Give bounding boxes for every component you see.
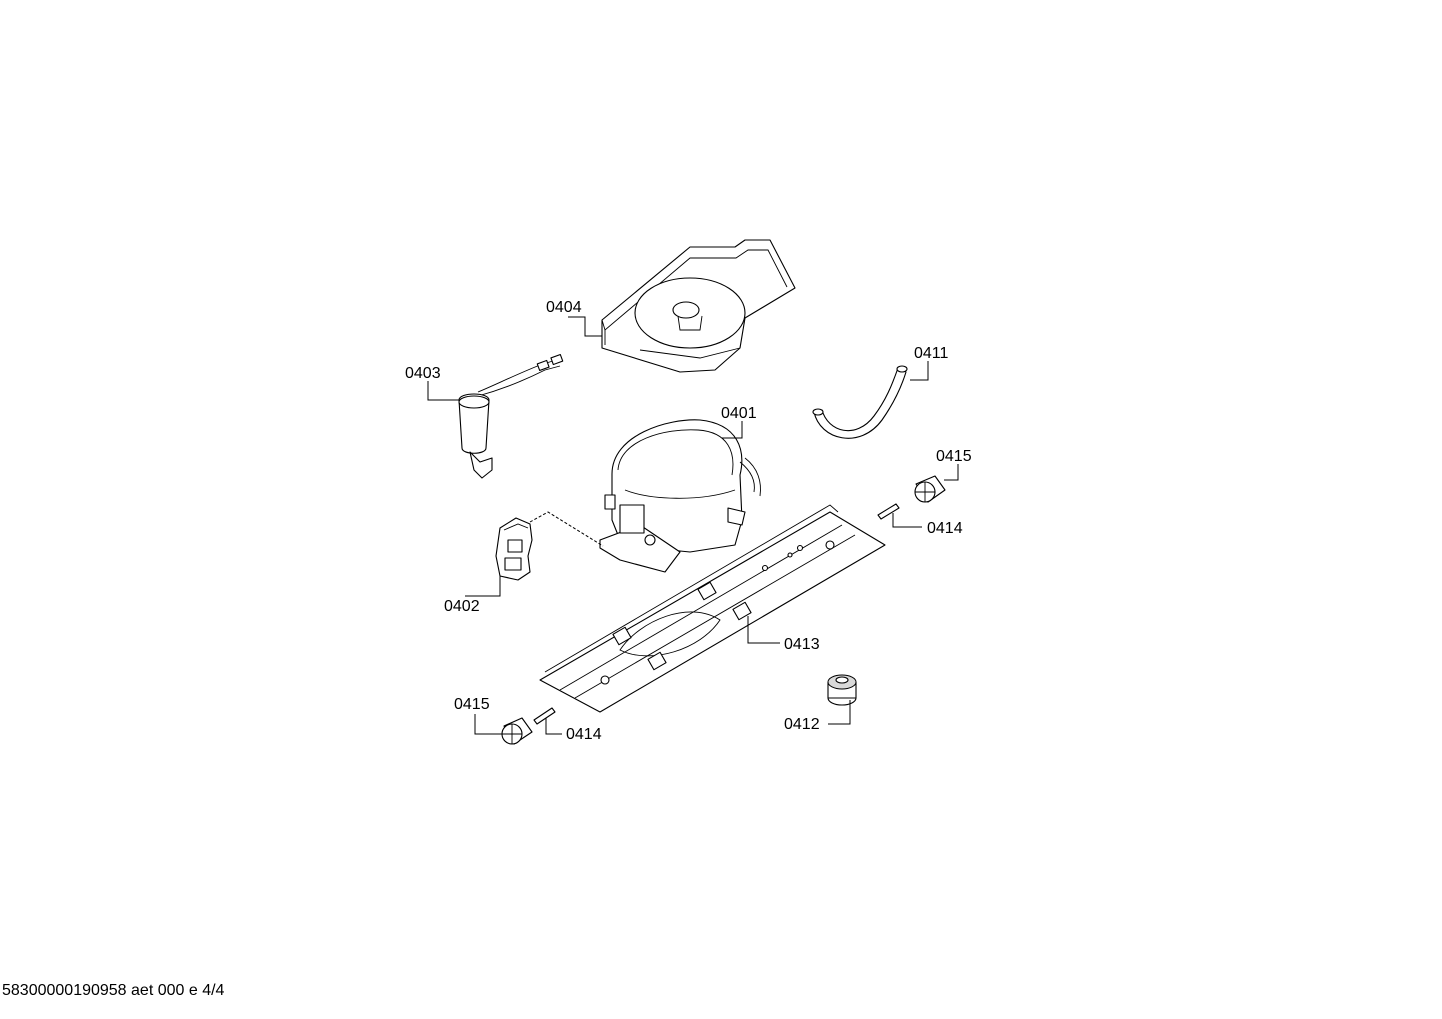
part-base-rail	[539, 504, 886, 713]
callout-0411: 0411	[914, 345, 949, 362]
part-drip-tray	[601, 239, 796, 373]
callout-0403: 0403	[405, 365, 441, 382]
part-foot-left	[501, 717, 533, 745]
callout-0413: 0413	[784, 636, 820, 653]
document-code-footer: 58300000190958 aet 000 e 4/4	[2, 982, 225, 999]
part-foot-right	[914, 475, 946, 503]
callout-0414-left: 0414	[566, 726, 602, 743]
part-hose	[812, 365, 908, 439]
part-pin-left	[533, 707, 556, 725]
callout-0401: 0401	[721, 405, 757, 422]
part-grommet	[827, 674, 857, 706]
leader-lines	[427, 316, 959, 735]
callout-0404: 0404	[546, 299, 582, 316]
part-pin-right	[877, 503, 900, 520]
callout-0415-left: 0415	[454, 696, 490, 713]
part-compressor	[599, 419, 761, 573]
callout-0402: 0402	[444, 598, 480, 615]
callout-0415-right: 0415	[936, 448, 972, 465]
part-starter-relay	[495, 517, 533, 581]
part-capacitor	[458, 353, 564, 479]
callout-0412: 0412	[784, 716, 820, 733]
callout-0414-right: 0414	[927, 520, 963, 537]
